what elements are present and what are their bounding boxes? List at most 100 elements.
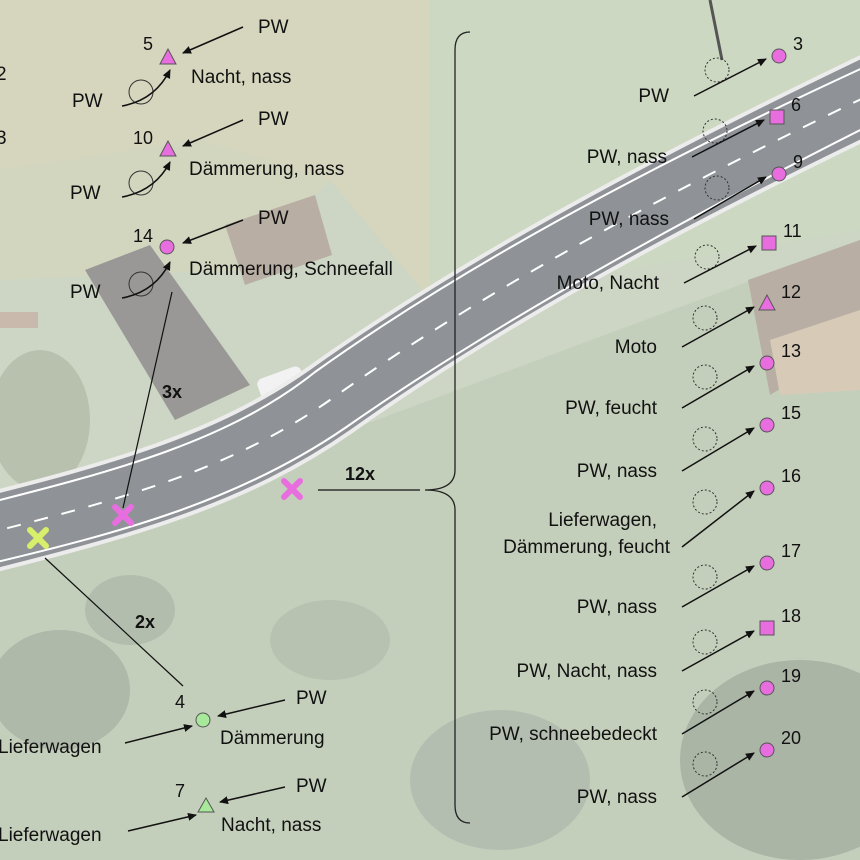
party-label: PW xyxy=(258,109,289,130)
approach-circle xyxy=(702,118,728,144)
party-label: PW xyxy=(296,688,327,709)
event-number: 19 xyxy=(781,666,801,686)
party-label: PW xyxy=(72,91,103,112)
direction-arrow xyxy=(681,427,755,472)
party-label: Lieferwagen xyxy=(0,825,102,846)
event-marker-square xyxy=(769,109,785,125)
direction-arrow xyxy=(681,752,755,798)
direction-arrow xyxy=(681,306,755,348)
conditions-label: Dämmerung, nass xyxy=(189,159,344,180)
event-label: PW, schneebedeckt xyxy=(489,724,658,745)
direction-arrow xyxy=(693,58,767,97)
event-number: 9 xyxy=(793,152,803,172)
approach-circle xyxy=(704,175,730,201)
count-label: 3x xyxy=(162,382,182,402)
conditions-label: Dämmerung xyxy=(220,728,325,749)
event-number: 11 xyxy=(783,221,802,241)
event-marker-circle xyxy=(759,555,775,571)
direction-arrow xyxy=(681,690,755,735)
event-label: PW, nass xyxy=(577,597,657,618)
accident-marker-x xyxy=(112,504,134,526)
approach-circle xyxy=(692,689,718,715)
party-label: Lieferwagen xyxy=(0,737,102,758)
event-label: PW, feucht xyxy=(565,398,658,419)
event-number: 13 xyxy=(781,341,801,361)
group-brace xyxy=(424,31,471,824)
right-event-6: 6PW, nass xyxy=(587,95,801,168)
conditions-label: Nacht, nass xyxy=(191,67,291,88)
event-number: 18 xyxy=(781,606,801,626)
direction-arrow xyxy=(681,365,755,409)
party-label: PW xyxy=(70,282,101,303)
event-label: PW, nass xyxy=(577,787,657,808)
party-label: PW xyxy=(258,208,289,229)
accident-marker-x xyxy=(27,527,49,549)
approach-circle xyxy=(692,629,718,655)
edge-label: 2 xyxy=(0,64,7,85)
event-marker-triangle xyxy=(159,47,177,65)
event-marker-square xyxy=(759,620,775,636)
event-marker-circle xyxy=(759,680,775,696)
direction-arrow xyxy=(681,490,755,548)
right-event-9: 9PW, nass xyxy=(589,152,803,230)
event-marker-circle xyxy=(759,480,775,496)
event-10: 10 PW Dämmerung, nass PW xyxy=(70,109,344,204)
event-marker-triangle xyxy=(197,796,215,813)
event-label: PW, nass xyxy=(577,461,657,482)
event-marker-circle xyxy=(759,417,775,433)
event-number: 7 xyxy=(175,781,185,801)
edge-label: 3 xyxy=(0,128,7,149)
conditions-label: Nacht, nass xyxy=(221,815,321,836)
accident-group-3x: 3x xyxy=(112,291,182,526)
approach-circle xyxy=(694,244,720,270)
conditions-label: Dämmerung, Schneefall xyxy=(189,259,393,280)
event-marker-circle xyxy=(759,742,775,758)
event-marker-square xyxy=(761,235,777,251)
event-number: 5 xyxy=(143,34,153,54)
event-label: Dämmerung, feucht xyxy=(503,537,671,558)
event-marker-triangle xyxy=(758,293,776,311)
event-marker-circle xyxy=(771,166,787,182)
party-label: PW xyxy=(258,17,289,38)
road xyxy=(0,55,860,572)
count-label: 2x xyxy=(135,612,155,632)
event-label: PW, Nacht, nass xyxy=(517,661,657,682)
event-label: Lieferwagen, xyxy=(548,510,657,531)
event-marker-triangle xyxy=(159,139,177,157)
event-marker-circle xyxy=(771,48,787,64)
event-label: PW xyxy=(638,86,669,107)
event-7: 7 PW Nacht, nass Lieferwagen xyxy=(0,776,327,846)
count-label: 12x xyxy=(345,464,375,484)
event-label: PW, nass xyxy=(587,147,667,168)
direction-arrow xyxy=(681,565,755,608)
approach-circle xyxy=(704,57,730,83)
event-marker-circle xyxy=(159,239,175,255)
event-number: 14 xyxy=(133,226,153,246)
approach-circle xyxy=(692,426,718,452)
event-label: Moto xyxy=(615,337,657,358)
approach-circle xyxy=(692,305,718,331)
utility-pole xyxy=(708,0,724,61)
party-label: PW xyxy=(296,776,327,797)
event-14: 14 PW Dämmerung, Schneefall PW xyxy=(70,208,393,303)
direction-arrow xyxy=(681,630,755,672)
event-label: Moto, Nacht xyxy=(557,273,660,294)
party-label: PW xyxy=(70,183,101,204)
accident-marker-x xyxy=(281,478,303,500)
event-5: 5 PW Nacht, nass PW xyxy=(72,17,291,112)
direction-arrow xyxy=(683,245,757,284)
event-label: PW, nass xyxy=(589,209,669,230)
event-number: 20 xyxy=(781,728,801,748)
buildings xyxy=(0,195,860,420)
event-number: 10 xyxy=(133,128,153,148)
